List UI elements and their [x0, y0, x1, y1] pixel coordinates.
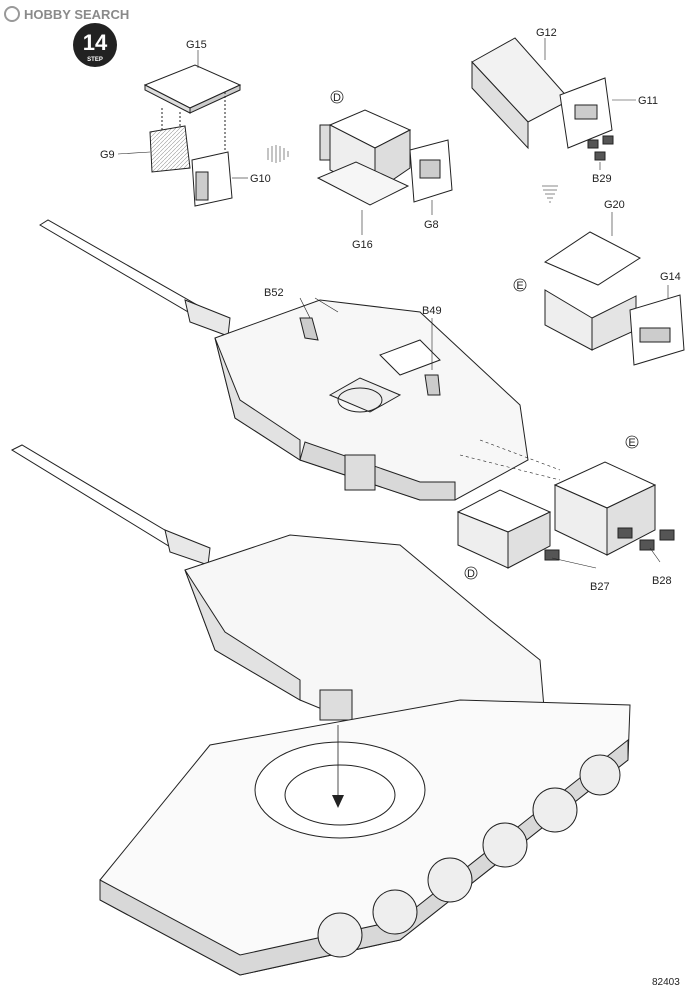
label-g15: G15	[186, 39, 207, 51]
step-circle-icon	[73, 23, 117, 67]
callout-d-circle	[330, 90, 344, 104]
callout-e-circle	[513, 278, 527, 292]
sight-housing-lower	[319, 689, 353, 721]
callout-d-circle-lower	[464, 566, 478, 580]
side-box-e	[553, 461, 675, 556]
side-box-d	[456, 489, 560, 569]
subassembly-g15	[143, 64, 242, 207]
subassembly-d	[316, 109, 453, 206]
subassembly-g12	[471, 37, 614, 161]
label-g9: G9	[100, 149, 115, 161]
callout-d-top: D	[333, 92, 341, 104]
turret-upper	[39, 219, 529, 501]
label-g14: G14	[660, 271, 681, 283]
drop-arrow-down-icon	[332, 795, 344, 808]
flow-arrow-down-icon	[542, 185, 558, 203]
label-g20: G20	[604, 199, 625, 211]
callout-e-top: E	[516, 280, 523, 292]
callout-d-lower: D	[467, 568, 475, 580]
kit-code: 82403	[652, 977, 680, 988]
part-g15-plate	[143, 64, 242, 109]
callout-e-lower: E	[628, 437, 635, 449]
part-g9-panel	[149, 125, 191, 173]
label-g12: G12	[536, 27, 557, 39]
label-b29: B29	[592, 173, 612, 185]
step-number: 14	[83, 30, 108, 55]
label-b27: B27	[590, 581, 610, 593]
placement-guides	[459, 439, 561, 481]
callout-e-circle-lower	[625, 435, 639, 449]
sight-housing-upper	[344, 454, 376, 491]
hobby-search-watermark: HOBBY SEARCH	[4, 6, 129, 22]
road-wheel	[317, 912, 363, 958]
label-g11: G11	[638, 95, 658, 107]
subassembly-e	[543, 231, 685, 366]
label-b28: B28	[652, 575, 672, 587]
step-badge: 14 STEP	[73, 23, 117, 67]
tank-assembled	[10, 444, 631, 976]
step-word: STEP	[87, 57, 103, 63]
label-b49: B49	[422, 305, 442, 317]
label-g16: G16	[352, 239, 373, 251]
flow-arrow-right-icon	[267, 145, 289, 163]
label-g10: G10	[250, 173, 271, 185]
watermark-text: HOBBY SEARCH	[24, 7, 129, 22]
label-g8: G8	[424, 219, 439, 231]
label-b52: B52	[264, 287, 284, 299]
hobby-search-logo-icon	[4, 6, 20, 22]
